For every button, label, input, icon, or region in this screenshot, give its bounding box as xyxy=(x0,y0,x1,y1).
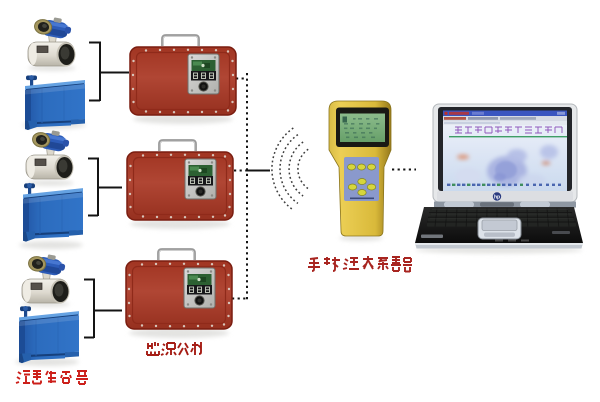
svg-text:hp: hp xyxy=(494,195,500,201)
